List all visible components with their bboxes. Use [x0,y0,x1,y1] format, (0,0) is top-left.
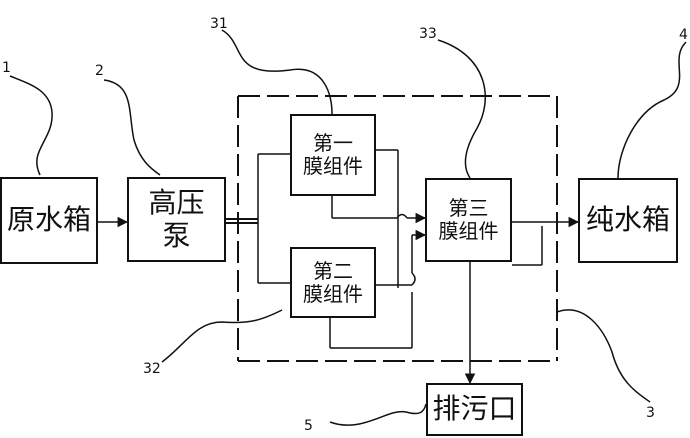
membrane-2-line2: 膜组件 [303,281,363,306]
membrane-module-1: 第一 膜组件 [290,114,376,196]
pump-label-line2: 泵 [162,218,191,252]
ref-label-5: 5 [304,418,313,434]
drain-outlet-label: 排污口 [432,392,517,426]
membrane-3-line1: 第三 [448,196,489,220]
ref-label-1: 1 [2,60,11,76]
pure-water-tank: 纯水箱 [578,178,678,263]
pump-label-line1: 高压 [148,186,205,220]
membrane-module-3: 第三 膜组件 [425,178,512,262]
pure-water-tank-label: 纯水箱 [585,203,670,237]
raw-water-tank: 原水箱 [0,177,98,264]
membrane-module-2: 第二 膜组件 [290,247,376,318]
membrane-enclosure [237,95,558,362]
leader-33 [437,39,487,179]
leader-32 [161,309,283,363]
leader-1 [9,75,53,176]
ref-label-3: 3 [646,405,655,421]
leader-5 [329,403,427,426]
high-pressure-pump: 高压 泵 [127,177,226,262]
leader-31 [221,29,333,115]
ref-label-2: 2 [95,63,104,79]
ref-label-31: 31 [210,16,228,32]
ref-label-33: 33 [419,26,437,42]
membrane-1-line2: 膜组件 [303,154,363,178]
leader-3 [556,309,651,403]
membrane-2-line1: 第二 [313,258,353,283]
membrane-3-line2: 膜组件 [438,219,499,243]
raw-water-tank-label: 原水箱 [6,203,91,237]
ref-label-4: 4 [679,27,688,43]
drain-outlet: 排污口 [426,383,523,436]
ref-label-32: 32 [143,361,161,377]
membrane-1-line1: 第一 [313,131,353,155]
leader-2 [103,79,161,176]
leader-4 [617,41,687,179]
